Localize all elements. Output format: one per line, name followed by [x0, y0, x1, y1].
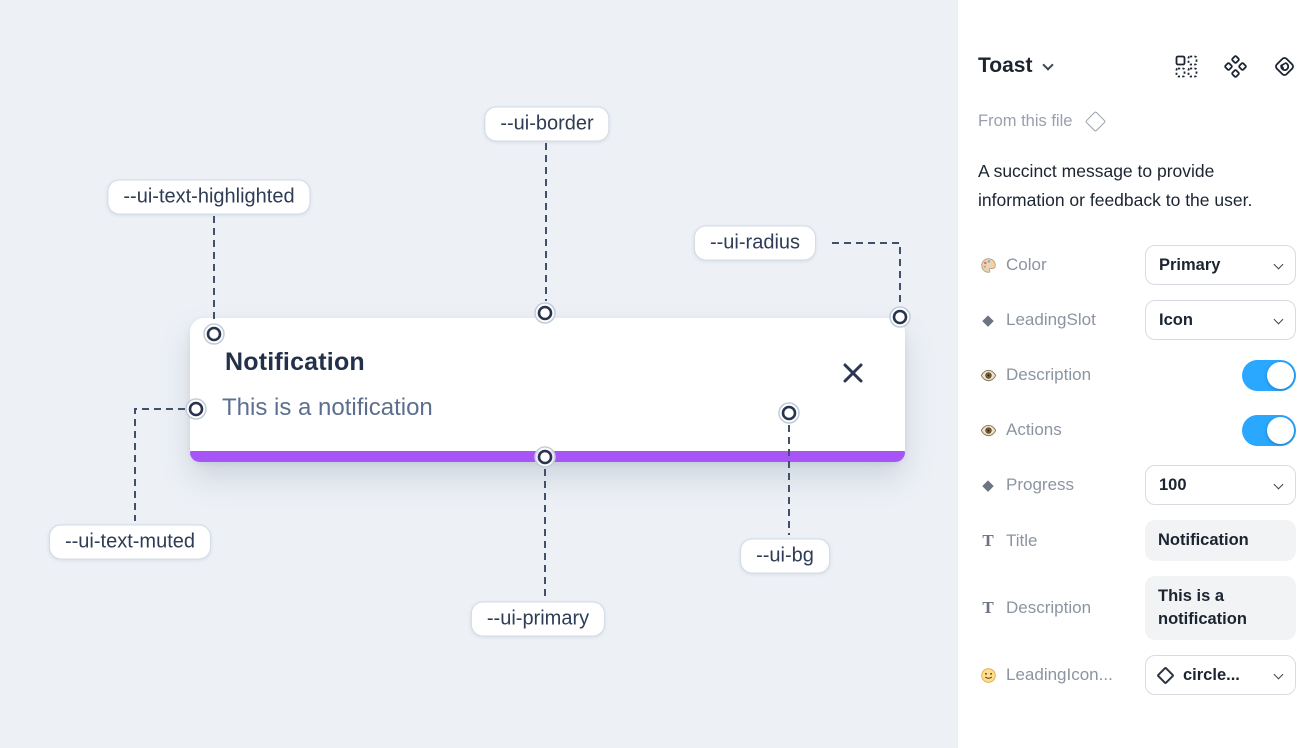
annotation-pill-ui-border: --ui-border — [484, 106, 610, 142]
component-description: A succinct message to provide informatio… — [978, 161, 1253, 210]
diamond-icon: ◆ — [982, 477, 994, 494]
progress-select[interactable]: 100 — [1145, 465, 1296, 505]
prop-row-actions-toggle: Actions — [978, 410, 1296, 450]
description-toggle[interactable] — [1242, 359, 1296, 391]
chevron-down-icon[interactable] — [1042, 59, 1055, 71]
prop-row-leadingicon: LeadingIcon... circle... — [978, 655, 1296, 695]
annotation-pill-ui-text-muted: --ui-text-muted — [48, 524, 212, 560]
description-field[interactable]: This is a notification — [1145, 576, 1296, 640]
prop-label-description: Description — [1006, 365, 1092, 384]
prop-label-progress: Progress — [1006, 475, 1075, 494]
eye-icon — [978, 422, 998, 439]
chevron-down-icon — [1273, 479, 1284, 489]
text-icon: T — [982, 598, 994, 617]
prop-label-actions: Actions — [1006, 420, 1062, 439]
design-canvas: Notification This is a notification --ui… — [0, 0, 957, 748]
color-select[interactable]: Primary — [1145, 245, 1296, 285]
prop-row-leadingslot: ◆ LeadingSlot Icon — [978, 300, 1296, 340]
eye-icon — [978, 367, 998, 384]
component-icon[interactable] — [1224, 54, 1247, 78]
annotation-pill-ui-text-highlighted: --ui-text-highlighted — [107, 179, 311, 215]
prop-row-title: T Title Notification — [978, 520, 1296, 561]
diamond-outline-icon — [1085, 110, 1107, 133]
close-icon[interactable] — [841, 361, 865, 385]
prop-label-description-text: Description — [1006, 598, 1092, 617]
smiley-icon — [978, 667, 998, 684]
prop-label-leadingslot: LeadingSlot — [1006, 310, 1096, 329]
annotation-pill-ui-primary: --ui-primary — [470, 601, 606, 637]
properties-panel: Toast — [957, 0, 1312, 748]
toast-component[interactable]: Notification This is a notification — [190, 318, 905, 462]
toast-progress-bar — [190, 451, 905, 462]
prop-label-title: Title — [1006, 530, 1038, 550]
palette-icon — [978, 257, 998, 274]
instance-swap-icon[interactable] — [1175, 55, 1198, 78]
prop-row-color: Color Primary — [978, 245, 1296, 285]
leadingicon-select[interactable]: circle... — [1145, 655, 1296, 695]
source-label: From this file — [978, 112, 1073, 130]
chevron-down-icon — [1273, 259, 1284, 269]
actions-toggle[interactable] — [1242, 414, 1296, 446]
toast-title: Notification — [225, 348, 365, 376]
prop-row-description-text: T Description This is a notification — [978, 576, 1296, 640]
prop-label-color: Color — [1006, 255, 1047, 274]
prop-row-description-toggle: Description — [978, 355, 1296, 395]
leadingslot-select[interactable]: Icon — [1145, 300, 1296, 340]
title-field[interactable]: Notification — [1145, 520, 1296, 561]
return-to-instance-icon[interactable] — [1273, 55, 1296, 78]
prop-row-progress: ◆ Progress 100 — [978, 465, 1296, 505]
annotation-pill-ui-radius: --ui-radius — [693, 225, 817, 261]
toast-description: This is a notification — [222, 394, 433, 421]
text-icon: T — [982, 530, 994, 550]
prop-label-leadingicon: LeadingIcon... — [1006, 665, 1113, 684]
chevron-down-icon — [1273, 314, 1284, 324]
diamond-icon: ◆ — [982, 312, 994, 329]
diamond-outline-icon — [1156, 665, 1175, 685]
annotation-pill-ui-bg: --ui-bg — [740, 538, 830, 574]
chevron-down-icon — [1273, 669, 1284, 679]
component-name: Toast — [978, 54, 1033, 77]
